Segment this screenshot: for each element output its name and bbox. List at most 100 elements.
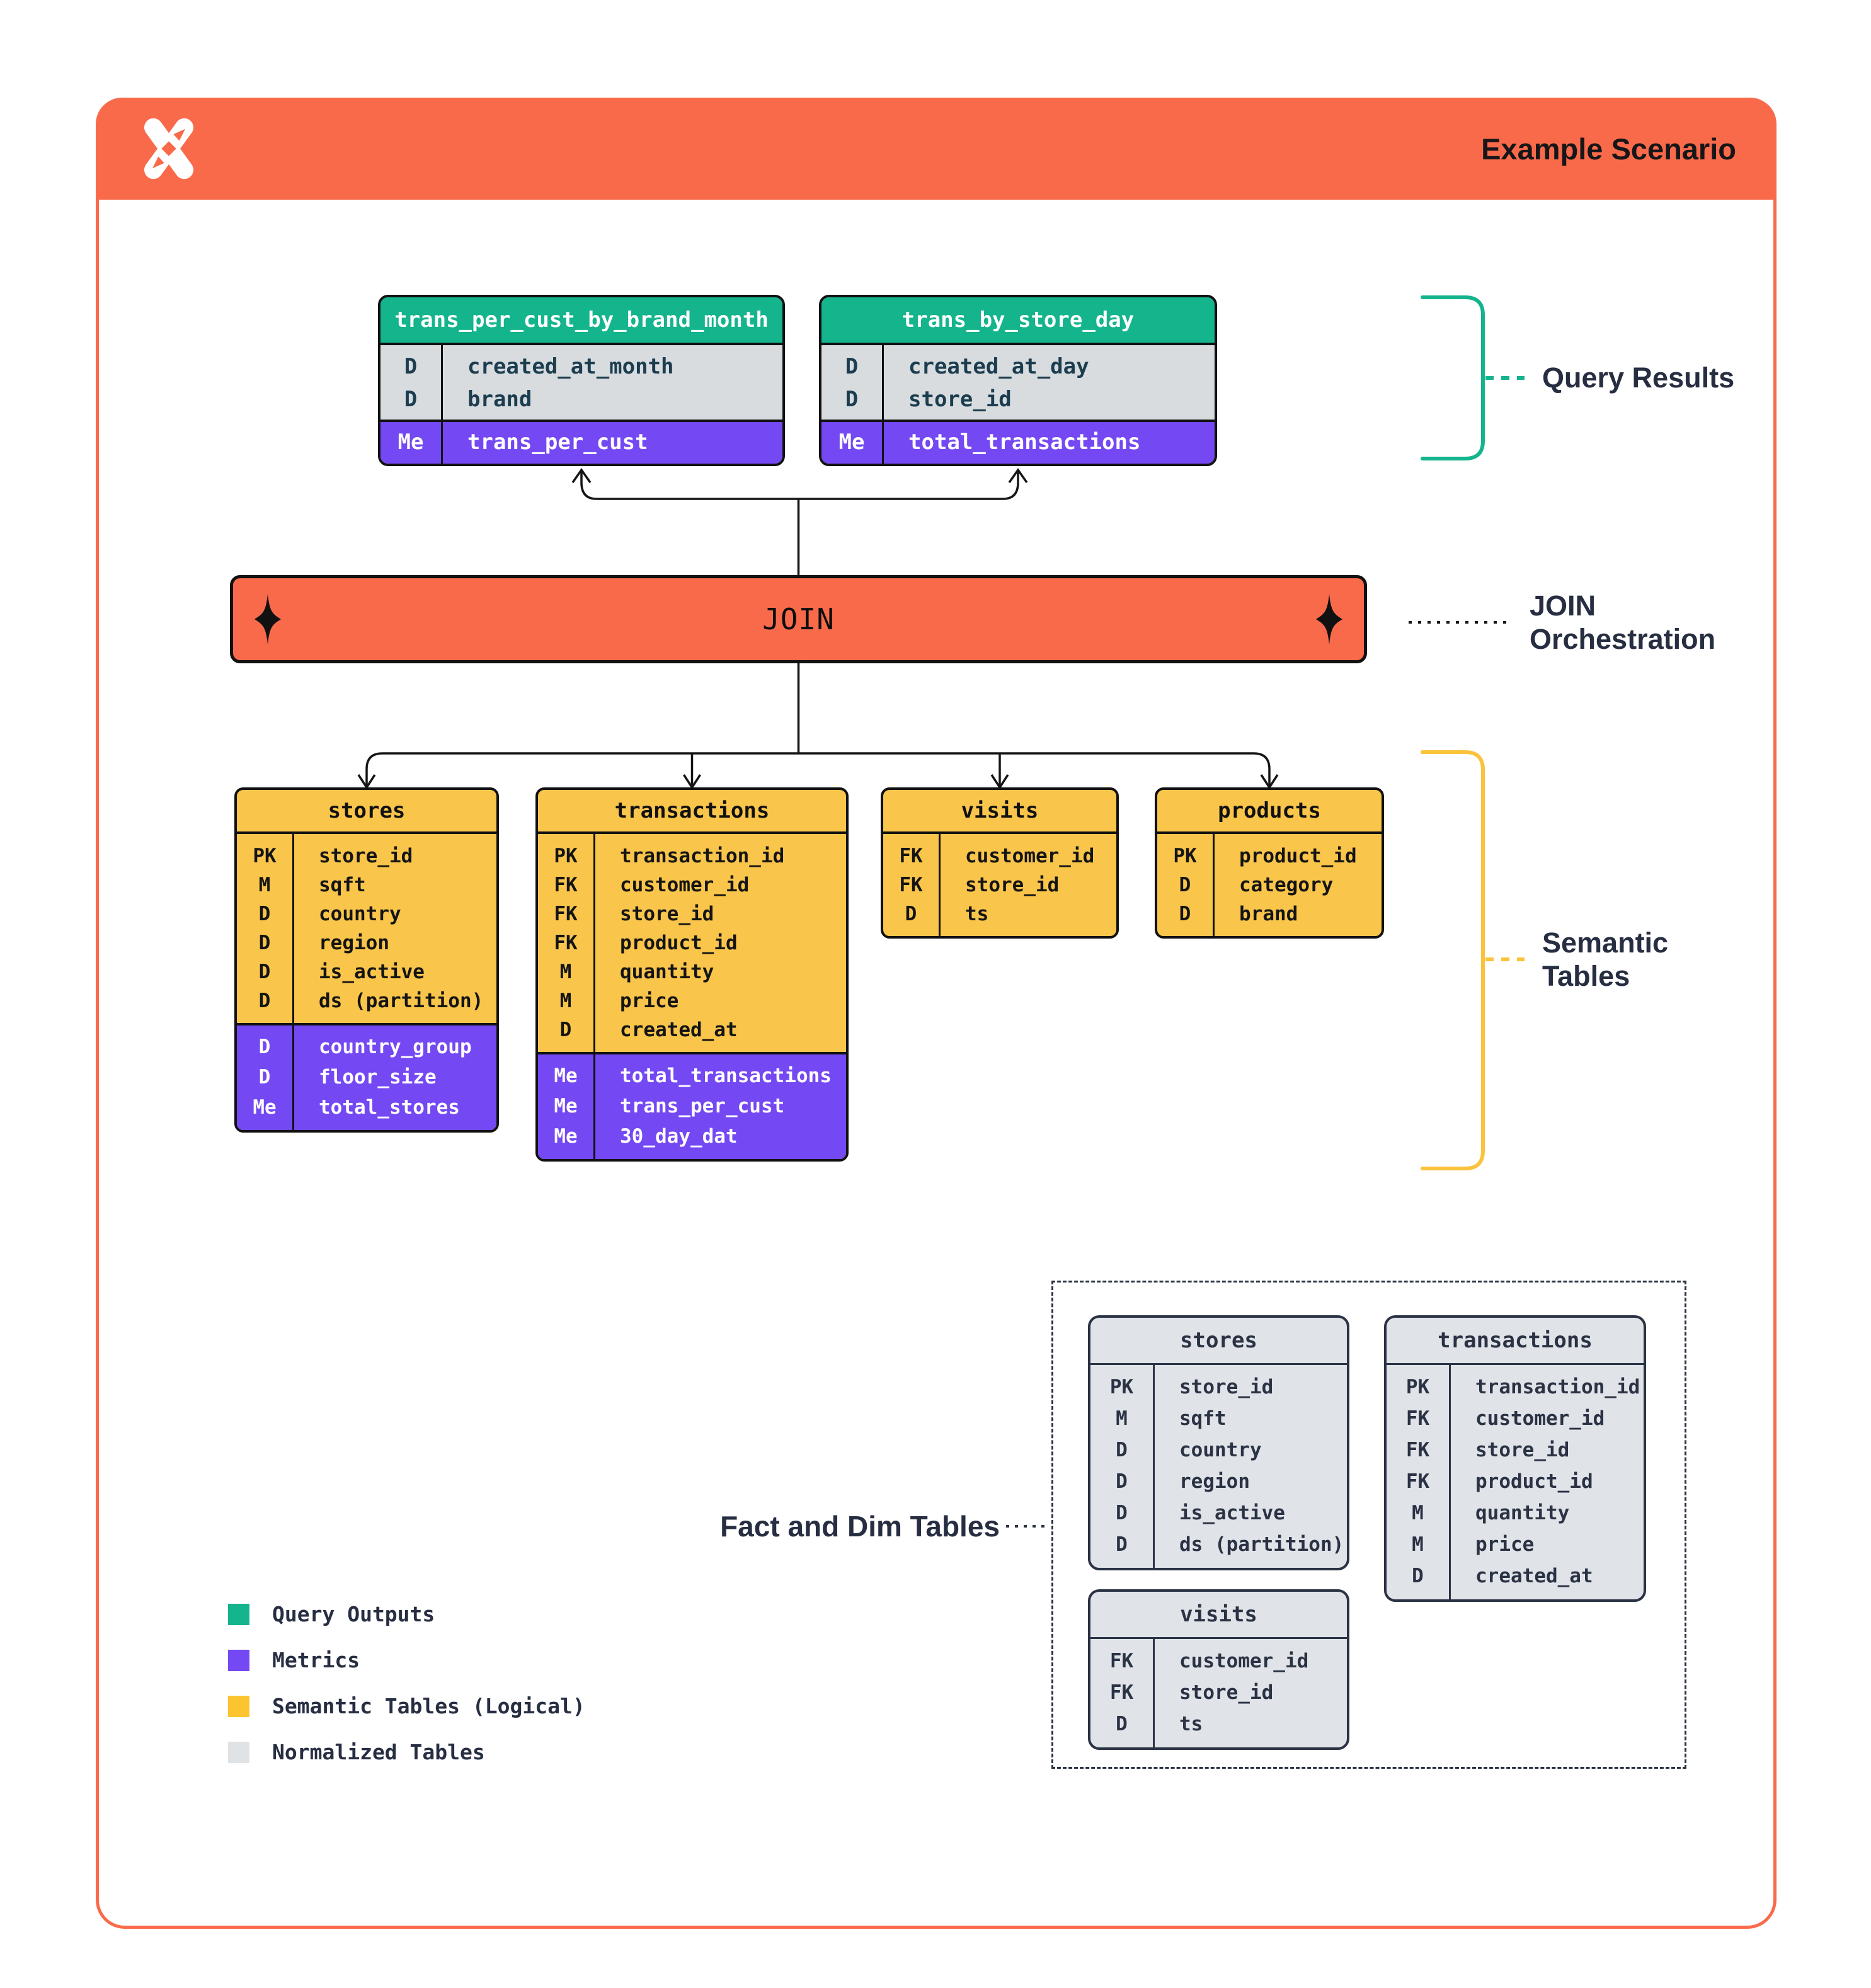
field-key-badge: Me	[554, 1065, 578, 1087]
join-orchestration-bar: JOIN	[230, 575, 1367, 663]
field-key-badge: D	[258, 961, 271, 983]
table-title: stores	[1090, 1318, 1347, 1365]
field-name: store_id	[319, 845, 413, 867]
field-key-badge: Me	[554, 1095, 578, 1117]
field-name: product_id	[1239, 845, 1357, 867]
field-key-badge: FK	[1405, 1407, 1430, 1430]
field-name: customer_id	[965, 845, 1095, 867]
field-name: brand	[467, 387, 532, 412]
field-name: created_at_month	[467, 354, 674, 379]
field-key-badge: D	[1179, 874, 1191, 896]
field-key-badge: FK	[554, 874, 578, 896]
field-key-badge: Me	[253, 1096, 277, 1119]
table-title: stores	[237, 790, 496, 834]
field-name: created_at_day	[908, 354, 1089, 379]
semantic-tables-label-line2: Tables	[1542, 960, 1630, 992]
field-name: store_id	[1475, 1439, 1570, 1461]
field-key-badge: PK	[1405, 1376, 1430, 1398]
fact-dim-label: Fact and Dim Tables	[720, 1510, 1000, 1543]
legend-item-metrics: Metrics	[228, 1648, 360, 1672]
field-key-badge: D	[559, 1019, 572, 1041]
field-name: price	[1475, 1533, 1535, 1556]
field-key-badge: FK	[899, 845, 923, 867]
field-key-badge: D	[258, 1036, 271, 1058]
field-key-badge: M	[1412, 1502, 1424, 1524]
field-key-badge: D	[258, 1066, 271, 1088]
join-orchestration-label: JOIN Orchestration	[1530, 589, 1715, 656]
field-key-badge: Me	[838, 430, 865, 455]
field-key-badge: M	[258, 874, 271, 896]
field-key-badge: M	[1412, 1533, 1424, 1556]
field-name: ts	[1179, 1713, 1203, 1735]
field-name: sqft	[319, 874, 366, 896]
metrics-swatch	[228, 1649, 249, 1671]
field-name: brand	[1239, 903, 1298, 925]
field-key-badge: Me	[554, 1125, 578, 1148]
query-outputs-swatch	[228, 1603, 249, 1625]
field-name: floor_size	[319, 1066, 437, 1088]
field-name: total_transactions	[908, 430, 1141, 455]
field-name: quantity	[1475, 1502, 1570, 1524]
field-key-badge: FK	[554, 932, 578, 954]
table-title: visits	[883, 790, 1116, 834]
field-key-badge: PK	[1173, 845, 1197, 867]
field-name: region	[1179, 1470, 1250, 1493]
field-key-badge: FK	[554, 903, 578, 925]
field-name: created_at	[620, 1019, 738, 1041]
field-name: country	[319, 903, 401, 925]
field-name: sqft	[1179, 1407, 1227, 1430]
field-name: store_id	[908, 387, 1012, 412]
field-key-badge: FK	[899, 874, 923, 896]
diamond-icon	[254, 593, 282, 645]
field-key-badge: PK	[1109, 1376, 1134, 1398]
legend-label: Metrics	[272, 1648, 360, 1672]
field-name: customer_id	[1475, 1407, 1605, 1430]
field-key-badge: PK	[253, 845, 277, 867]
field-name: ts	[965, 903, 989, 925]
field-key-badge: FK	[1109, 1650, 1134, 1672]
header-bar: Example Scenario	[96, 98, 1777, 200]
table-row: PK product_id	[1157, 842, 1382, 871]
field-key-badge: Me	[398, 430, 424, 455]
query-results-label: Query Results	[1542, 362, 1735, 394]
field-name: trans_per_cust	[620, 1095, 785, 1117]
field-name: store_id	[965, 874, 1060, 896]
fact-dim-dotted-box	[1051, 1281, 1686, 1769]
field-key-badge: D	[905, 903, 917, 925]
table-title: products	[1157, 790, 1382, 834]
field-name: ds (partition)	[1179, 1533, 1344, 1556]
field-key-badge: M	[559, 961, 572, 983]
field-key-badge: PK	[554, 845, 578, 867]
